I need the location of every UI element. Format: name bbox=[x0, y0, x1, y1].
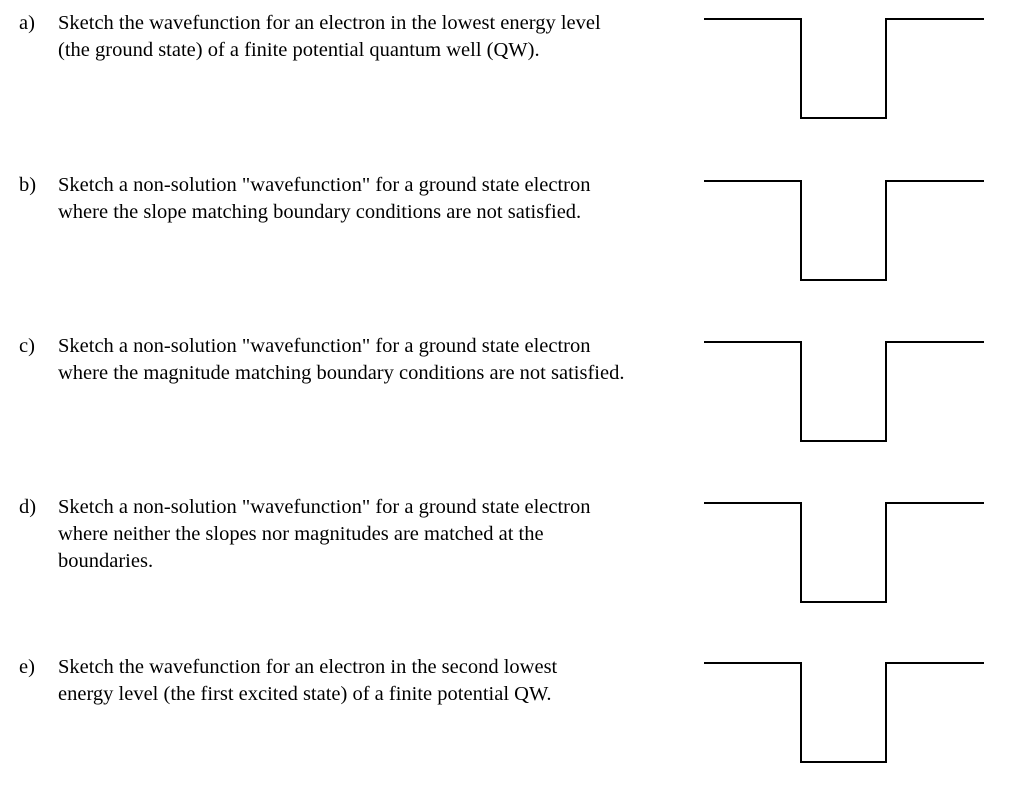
quantum-well-diagram bbox=[704, 18, 984, 119]
quantum-well-diagram bbox=[704, 662, 984, 763]
question-text-line: Sketch a non-solution "wavefunction" for… bbox=[58, 174, 591, 196]
quantum-well-diagram bbox=[704, 341, 984, 442]
question-text-line: Sketch the wavefunction for an electron … bbox=[58, 656, 558, 678]
question-label: e) bbox=[19, 656, 35, 678]
question-label: b) bbox=[19, 174, 37, 196]
question-text-line: where neither the slopes nor magnitudes … bbox=[58, 523, 544, 545]
question-text-line: Sketch a non-solution "wavefunction" for… bbox=[58, 335, 591, 357]
question-label: a) bbox=[19, 12, 35, 34]
question-c: c) Sketch a non-solution "wavefunction" … bbox=[0, 327, 1024, 487]
question-e: e) Sketch the wavefunction for an electr… bbox=[0, 648, 1024, 808]
question-text: Sketch a non-solution "wavefunction" for… bbox=[58, 333, 708, 387]
question-text-line: where the magnitude matching boundary co… bbox=[58, 362, 625, 384]
question-label: d) bbox=[19, 496, 37, 518]
question-text: Sketch the wavefunction for an electron … bbox=[58, 654, 708, 708]
question-label: c) bbox=[19, 335, 35, 357]
quantum-well-diagram bbox=[704, 180, 984, 281]
question-text: Sketch a non-solution "wavefunction" for… bbox=[58, 494, 708, 575]
question-text: Sketch the wavefunction for an electron … bbox=[58, 10, 708, 64]
question-text-line: Sketch a non-solution "wavefunction" for… bbox=[58, 496, 591, 518]
question-text-line: energy level (the first excited state) o… bbox=[58, 683, 552, 705]
question-text-line: Sketch the wavefunction for an electron … bbox=[58, 12, 601, 34]
question-d: d) Sketch a non-solution "wavefunction" … bbox=[0, 488, 1024, 648]
question-text-line: (the ground state) of a finite potential… bbox=[58, 39, 540, 61]
question-a: a) Sketch the wavefunction for an electr… bbox=[0, 4, 1024, 164]
question-b: b) Sketch a non-solution "wavefunction" … bbox=[0, 166, 1024, 326]
question-text: Sketch a non-solution "wavefunction" for… bbox=[58, 172, 708, 226]
quantum-well-diagram bbox=[704, 502, 984, 603]
question-text-line: where the slope matching boundary condit… bbox=[58, 201, 582, 223]
question-text-line: boundaries. bbox=[58, 550, 154, 572]
